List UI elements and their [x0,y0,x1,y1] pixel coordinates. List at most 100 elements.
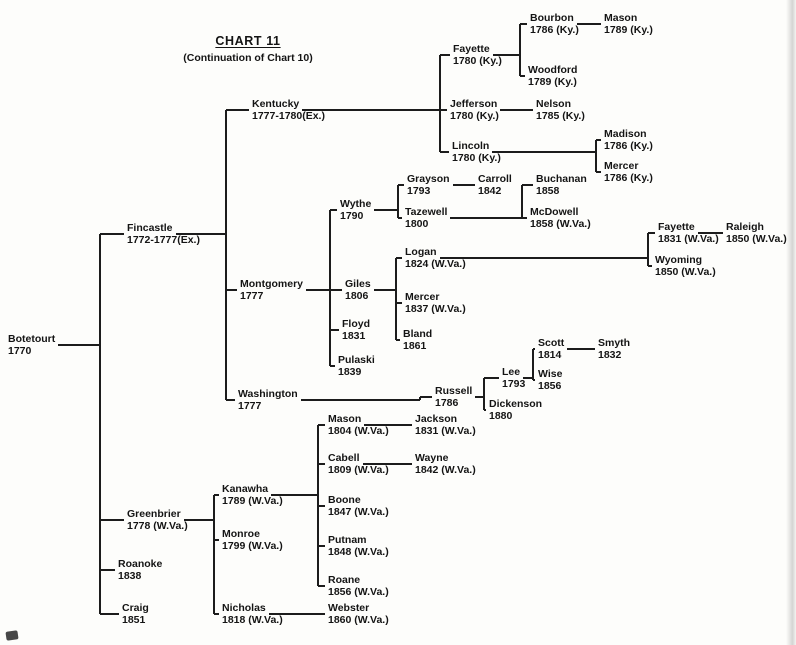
county-name: Wythe [340,198,372,210]
county-name: Wyoming [655,254,703,266]
county-date: 1847 (W.Va.) [328,506,389,518]
county-name: Washington [238,388,298,400]
county-date: 1785 (Ky.) [536,110,585,122]
chart-subtitle: (Continuation of Chart 10) [183,52,313,64]
county-name: Logan [405,246,437,258]
county-name: Mason [604,12,638,24]
county-name: Jefferson [450,98,498,110]
county-name: Greenbrier [127,508,181,520]
county-date: 1860 (W.Va.) [328,614,389,626]
county-date: 1831 (W.Va.) [658,233,719,245]
county-date: 1809 (W.Va.) [328,464,389,476]
county-name: Raleigh [726,221,764,233]
county-name: Montgomery [240,278,303,290]
county-name: Carroll [478,173,512,185]
county-name: Lincoln [452,140,490,152]
county-name: Grayson [407,173,450,185]
county-name: Smyth [598,337,631,349]
county-date: 1790 [340,210,364,222]
county-date: 1831 (W.Va.) [415,425,476,437]
county-name: Wayne [415,452,449,464]
county-date: 1786 (Ky.) [604,140,653,152]
county-date: 1780 (Ky.) [453,55,502,67]
county-date: 1780 (Ky.) [450,110,499,122]
county-name: Monroe [222,528,260,540]
county-name: Mercer [405,291,440,303]
county-name: Madison [604,128,647,140]
county-date: 1778 (W.Va.) [127,520,188,532]
county-name: McDowell [530,206,579,218]
county-date: 1856 [538,380,562,392]
county-date: 1777 [238,400,262,412]
county-date: 1832 [598,349,622,361]
county-name: Fayette [453,43,490,55]
county-name: Russell [435,385,473,397]
county-date: 1814 [538,349,562,361]
county-name: Cabell [328,452,360,464]
county-name: Nicholas [222,602,266,614]
county-date: 1789 (Ky.) [528,76,577,88]
county-date: 1770 [8,345,32,357]
county-name: Bourbon [530,12,574,24]
county-name: Fayette [658,221,695,233]
county-date: 1800 [405,218,429,230]
county-name: Kanawha [222,483,269,495]
county-name: Roanoke [118,558,163,570]
county-date: 1842 (W.Va.) [415,464,476,476]
chart-title-block: CHART 11 (Continuation of Chart 10) [173,34,323,64]
county-name: Scott [538,337,565,349]
county-date: 1777 [240,290,264,302]
county-name: Fincastle [127,222,173,234]
county-date: 1858 [536,185,560,197]
county-date: 1793 [407,185,431,197]
county-date: 1806 [345,290,369,302]
county-name: Kentucky [252,98,300,110]
county-date: 1804 (W.Va.) [328,425,389,437]
county-name: Putnam [328,534,367,546]
county-date: 1777-1780(Ex.) [252,110,325,122]
county-name: Webster [328,602,370,614]
county-name: Floyd [342,318,370,330]
county-name: Boone [328,494,361,506]
county-name: Mason [328,413,362,425]
county-date: 1789 (Ky.) [604,24,653,36]
county-date: 1848 (W.Va.) [328,546,389,558]
county-date: 1786 [435,397,459,409]
county-name: Dickenson [489,398,543,410]
